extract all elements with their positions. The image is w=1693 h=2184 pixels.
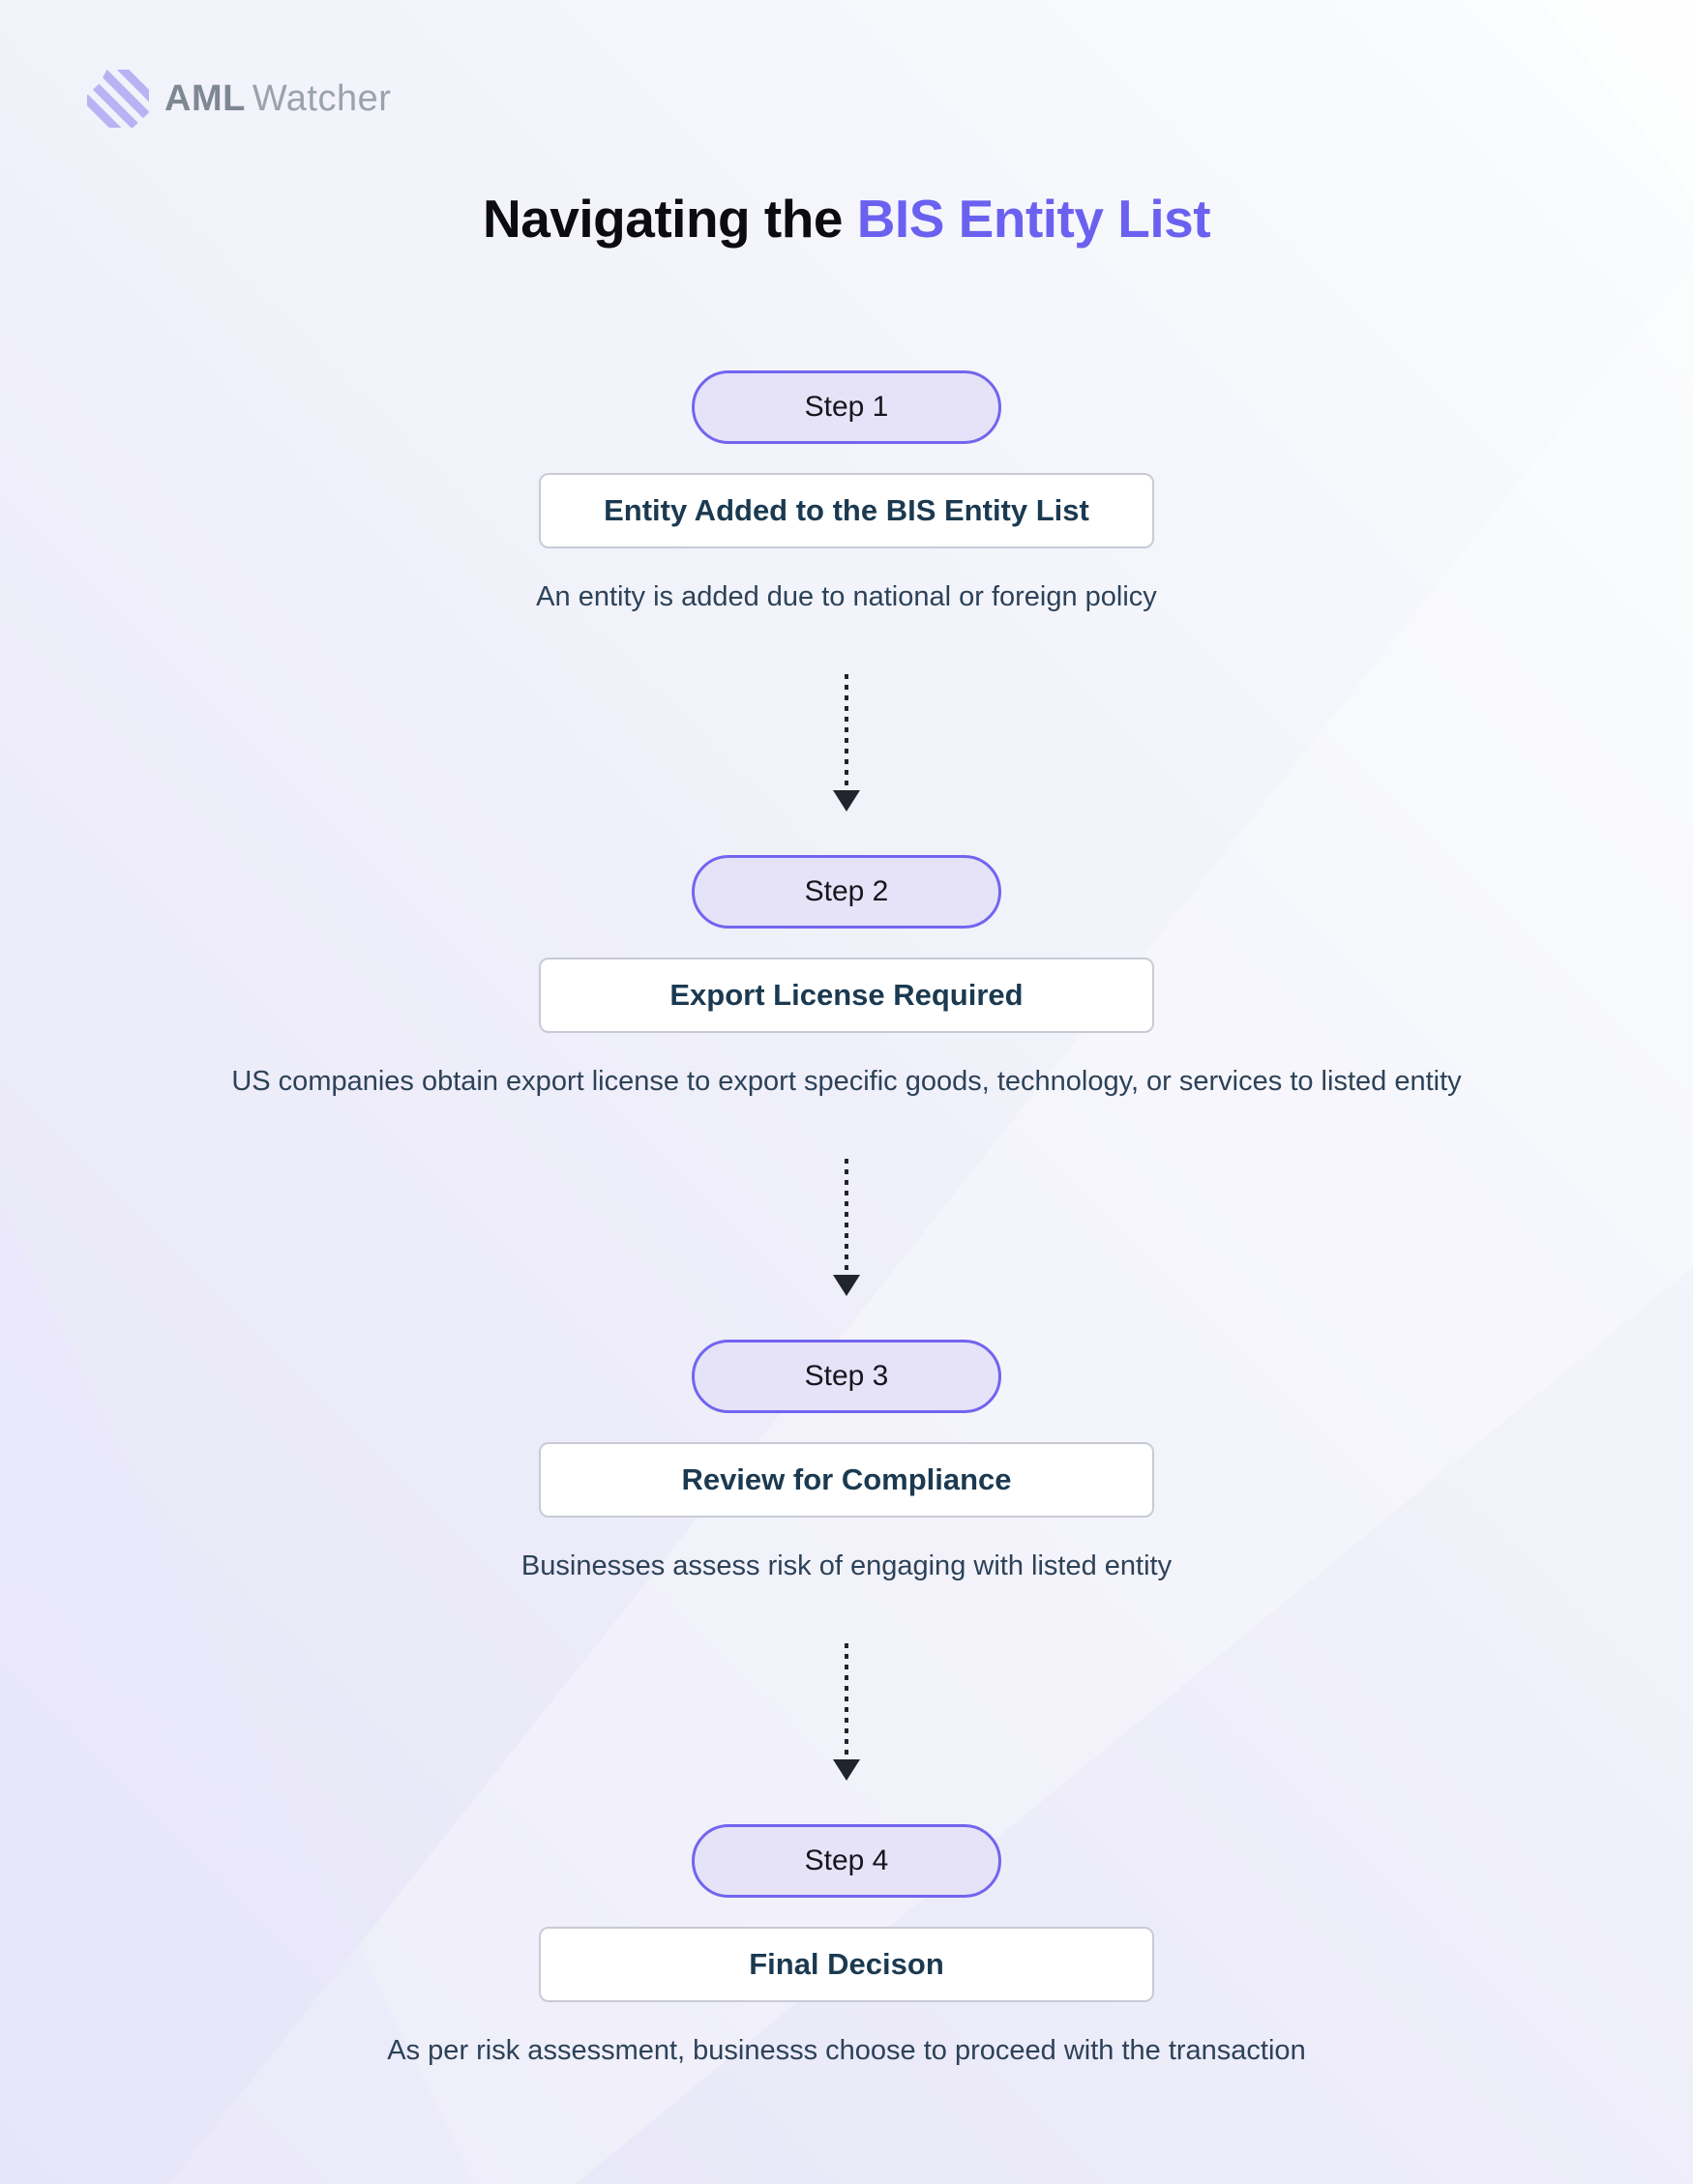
step-2-pill: Step 2	[691, 855, 1001, 930]
arrow-head	[833, 1759, 860, 1782]
dotted-arrow-down-icon	[833, 674, 860, 812]
step-1-heading-box: Entity Added to the BIS Entity List	[538, 473, 1154, 549]
step-3-description: Businesses assess risk of engaging with …	[520, 1550, 1173, 1582]
step-2-heading-box: Export License Required	[538, 958, 1154, 1034]
step-1-pill: Step 1	[691, 370, 1001, 445]
arrow-line	[845, 674, 848, 791]
arrow-head	[833, 790, 860, 812]
aml-watcher-logo: AML Watcher	[87, 70, 391, 128]
logo-text-bold: AML	[164, 77, 246, 119]
page-title-prefix: Navigating the	[482, 189, 857, 249]
aml-watcher-logo-text: AML Watcher	[164, 78, 391, 120]
arrow-line	[845, 1159, 848, 1276]
step-block-3: Step 3 Review for Compliance Businesses …	[521, 1340, 1172, 1585]
logo-text-light: Watcher	[252, 77, 392, 119]
dotted-arrow-down-icon	[833, 1159, 860, 1297]
page-title-highlight: BIS Entity List	[856, 189, 1211, 249]
step-block-4: Step 4 Final Decison As per risk assessm…	[387, 1824, 1306, 2070]
step-block-2: Step 2 Export License Required US compan…	[231, 855, 1462, 1101]
step-2-description: US companies obtain export license to ex…	[231, 1066, 1462, 1098]
aml-watcher-logo-icon	[87, 70, 149, 128]
step-4-description: As per risk assessment, businesss choose…	[387, 2035, 1306, 2067]
step-1-description: An entity is added due to national or fo…	[536, 581, 1157, 613]
page-title: Navigating the BIS Entity List	[482, 189, 1211, 250]
arrow-line	[845, 1643, 848, 1760]
arrow-head	[833, 1275, 860, 1297]
step-block-1: Step 1 Entity Added to the BIS Entity Li…	[536, 370, 1157, 616]
step-4-pill: Step 4	[691, 1824, 1001, 1899]
step-3-pill: Step 3	[691, 1340, 1001, 1414]
step-4-heading-box: Final Decison	[538, 1927, 1154, 2003]
step-3-heading-box: Review for Compliance	[538, 1442, 1154, 1519]
dotted-arrow-down-icon	[833, 1643, 860, 1782]
